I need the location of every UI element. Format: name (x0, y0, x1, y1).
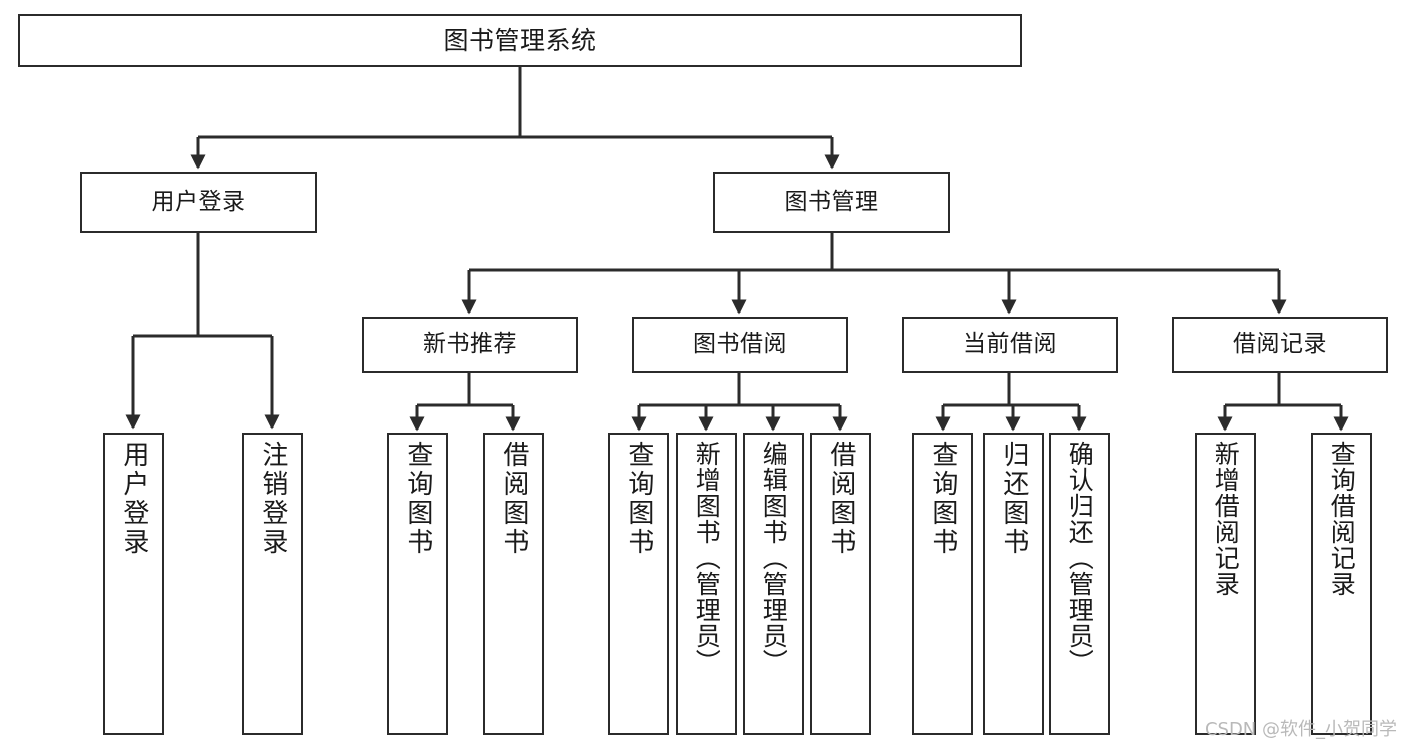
node-label: 查询图书 (623, 441, 654, 557)
node-label: 图书借阅 (693, 331, 787, 358)
node-label: 当前借阅 (963, 331, 1057, 358)
node-label: 用户登录 (151, 188, 246, 215)
node-new-book-recommend[interactable]: 新书推荐 (362, 317, 578, 373)
node-label: 用户登录 (118, 441, 149, 557)
node-book-borrow[interactable]: 图书借阅 (632, 317, 848, 373)
node-label: 编辑图书（管理员） (759, 441, 789, 675)
leaf-query-book-recommend[interactable]: 查询图书 (387, 433, 448, 735)
leaf-add-book-admin[interactable]: 新增图书（管理员） (676, 433, 737, 735)
node-label: 借阅图书 (498, 441, 529, 557)
leaf-edit-book-admin[interactable]: 编辑图书（管理员） (743, 433, 804, 735)
leaf-add-borrow-record[interactable]: 新增借阅记录 (1195, 433, 1256, 735)
node-label: 确认归还（管理员） (1065, 441, 1095, 675)
node-label: 新书推荐 (423, 331, 517, 358)
node-label: 注销登录 (257, 441, 288, 557)
node-book-management[interactable]: 图书管理 (713, 172, 950, 233)
node-label: 查询图书 (402, 441, 433, 557)
leaf-query-book-borrow[interactable]: 查询图书 (608, 433, 669, 735)
leaf-user-login[interactable]: 用户登录 (103, 433, 164, 735)
leaf-logout-login[interactable]: 注销登录 (242, 433, 303, 735)
node-label: 新增图书（管理员） (692, 441, 722, 675)
node-borrow-record[interactable]: 借阅记录 (1172, 317, 1388, 373)
leaf-return-book[interactable]: 归还图书 (983, 433, 1044, 735)
node-user-login[interactable]: 用户登录 (80, 172, 317, 233)
node-label: 图书管理系统 (443, 25, 597, 55)
node-root-system[interactable]: 图书管理系统 (18, 14, 1022, 67)
leaf-query-book-current[interactable]: 查询图书 (912, 433, 973, 735)
node-label: 借阅图书 (825, 441, 856, 557)
leaf-borrow-book[interactable]: 借阅图书 (810, 433, 871, 735)
node-label: 借阅记录 (1233, 331, 1327, 358)
node-label: 新增借阅记录 (1211, 441, 1241, 597)
node-label: 归还图书 (998, 441, 1029, 557)
node-label: 查询借阅记录 (1327, 441, 1357, 597)
leaf-borrow-book-recommend[interactable]: 借阅图书 (483, 433, 544, 735)
node-current-borrow[interactable]: 当前借阅 (902, 317, 1118, 373)
node-label: 查询图书 (927, 441, 958, 557)
leaf-confirm-return-admin[interactable]: 确认归还（管理员） (1049, 433, 1110, 735)
leaf-query-borrow-record[interactable]: 查询借阅记录 (1311, 433, 1372, 735)
node-label: 图书管理 (784, 188, 879, 215)
watermark-text: CSDN @软件_小贺同学 (1204, 719, 1397, 740)
